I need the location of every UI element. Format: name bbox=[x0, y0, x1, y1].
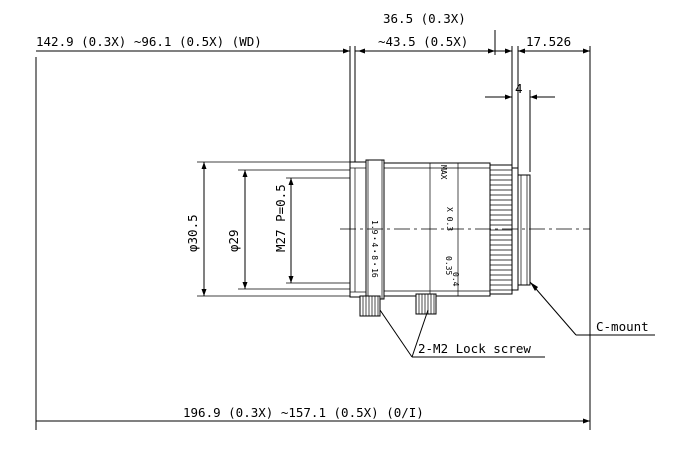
top-dimensions: 142.9 (0.3X) ~96.1 (0.5X) (WD) 36.5 (0.3… bbox=[36, 11, 590, 55]
length-03x-label: 36.5 (0.3X) bbox=[383, 11, 466, 26]
length-05x-label: ~43.5 (0.5X) bbox=[378, 34, 468, 49]
wd-range-label: 142.9 (0.3X) ~96.1 (0.5X) (WD) bbox=[36, 34, 262, 49]
outer-diameter-label: φ30.5 bbox=[185, 214, 200, 252]
main-barrel bbox=[383, 162, 491, 297]
overall-oi-label: 196.9 (0.3X) ~157.1 (0.5X) (0/I) bbox=[183, 405, 424, 420]
lock-screw-callout: 2-M2 Lock screw bbox=[379, 309, 545, 358]
knurled-focus-ring bbox=[489, 164, 513, 295]
bottom-dimension: 196.9 (0.3X) ~157.1 (0.5X) (0/I) bbox=[36, 405, 590, 424]
extension-lines bbox=[35, 46, 591, 430]
aperture-scale-text: 1.9・4・8・16 bbox=[370, 220, 379, 278]
mag-035-text: 0.35 bbox=[444, 256, 453, 275]
front-barrel bbox=[349, 161, 367, 298]
lock-screw-left bbox=[359, 295, 381, 317]
c-mount-callout: C-mount bbox=[529, 281, 655, 336]
inner-diameter-label: φ29 bbox=[226, 229, 241, 252]
c-mount-thread bbox=[517, 174, 531, 286]
rear-step-dimension: 4 bbox=[485, 81, 555, 100]
lock-screw-right bbox=[415, 293, 437, 315]
c-mount-label: C-mount bbox=[596, 319, 649, 334]
flange-back-label: 17.526 bbox=[526, 34, 571, 49]
lens-body: 1.9・4・8・16 MAX X 0.3 0.35 0.4 bbox=[349, 159, 531, 317]
mag-04-text: 0.4 bbox=[451, 272, 460, 287]
diameter-dimensions: φ30.5 φ29 M27 P=0.5 bbox=[185, 161, 350, 297]
lock-screw-label: 2-M2 Lock screw bbox=[418, 341, 531, 356]
focus-scale-text: X 0.3 bbox=[445, 207, 454, 231]
brand-text: MAX bbox=[439, 165, 448, 180]
rear-step-label: 4 bbox=[515, 81, 523, 96]
filter-thread-label: M27 P=0.5 bbox=[273, 184, 288, 252]
